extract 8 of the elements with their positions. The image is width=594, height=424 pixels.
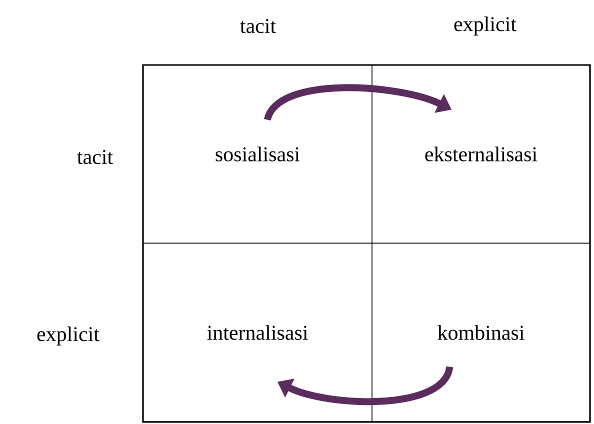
matrix-cell: kombinasi bbox=[372, 243, 590, 422]
axis-label: tacit bbox=[77, 150, 113, 164]
axis-label: explicit bbox=[454, 16, 516, 36]
matrix-cell: eksternalisasi bbox=[372, 64, 590, 244]
matrix-cell: sosialisasi bbox=[142, 64, 372, 244]
axis-label: tacit bbox=[240, 18, 276, 34]
axis-label: explicit bbox=[37, 326, 100, 346]
matrix-cell: internalisasi bbox=[142, 243, 372, 422]
